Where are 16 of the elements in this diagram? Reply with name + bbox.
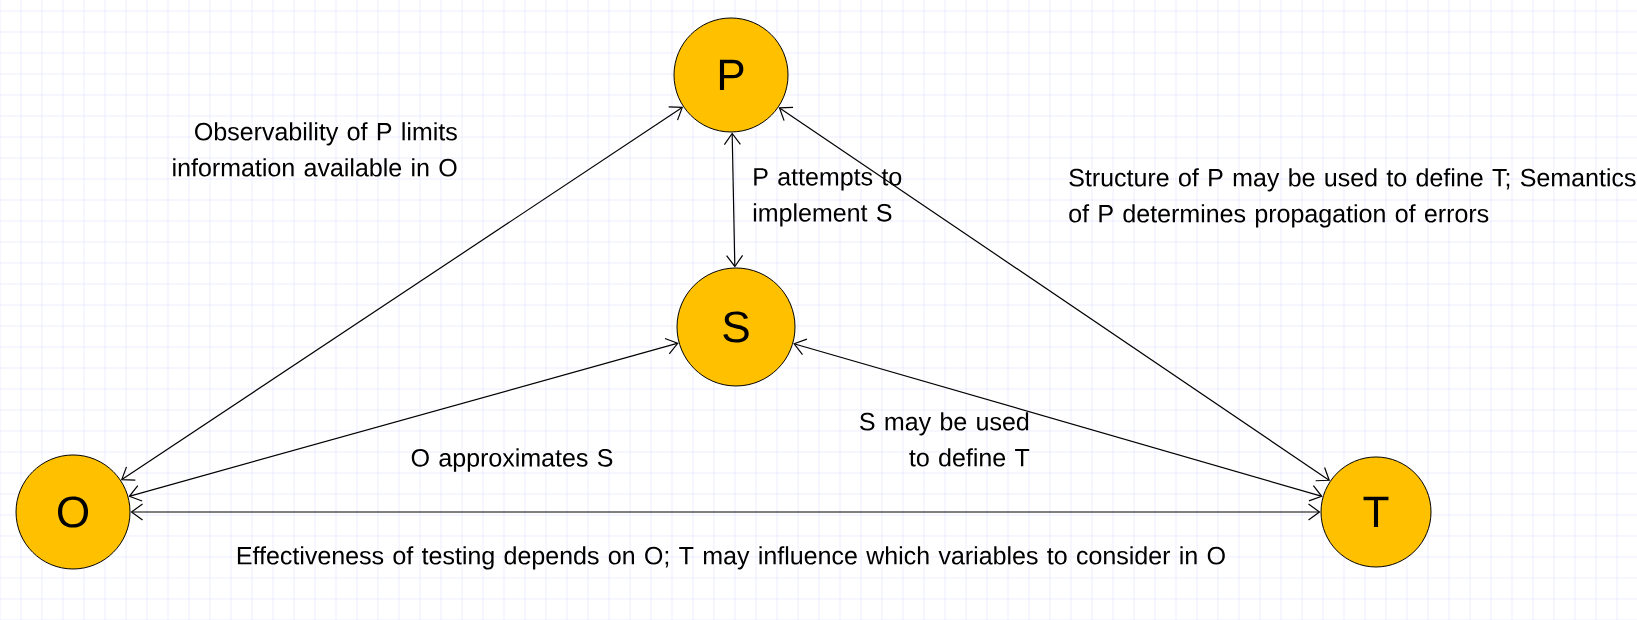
arrow (130, 503, 1321, 521)
edge-label: Effectiveness of testing depends on O; T may influence which variables to consider in O (237, 546, 1225, 570)
arrow (120, 106, 684, 481)
edge-label: S may be used to define T (860, 412, 1030, 467)
circle-node: O (15, 454, 131, 570)
arrow (723, 132, 744, 268)
edge-label: P attempts to implement S (753, 168, 902, 227)
arrow (793, 338, 1323, 502)
edge-label: Structure of P may be used to define T; Semantics of P determines propagation of errors (1069, 168, 1636, 228)
circle-node: P (673, 17, 789, 133)
edge-label: O approximates S (411, 448, 613, 472)
arrow (778, 106, 1331, 482)
edge-label: Observability of P limits information available in O (173, 122, 457, 177)
circle-node: S (676, 267, 796, 387)
circle-node: T (1320, 456, 1432, 568)
arrow (128, 337, 679, 502)
